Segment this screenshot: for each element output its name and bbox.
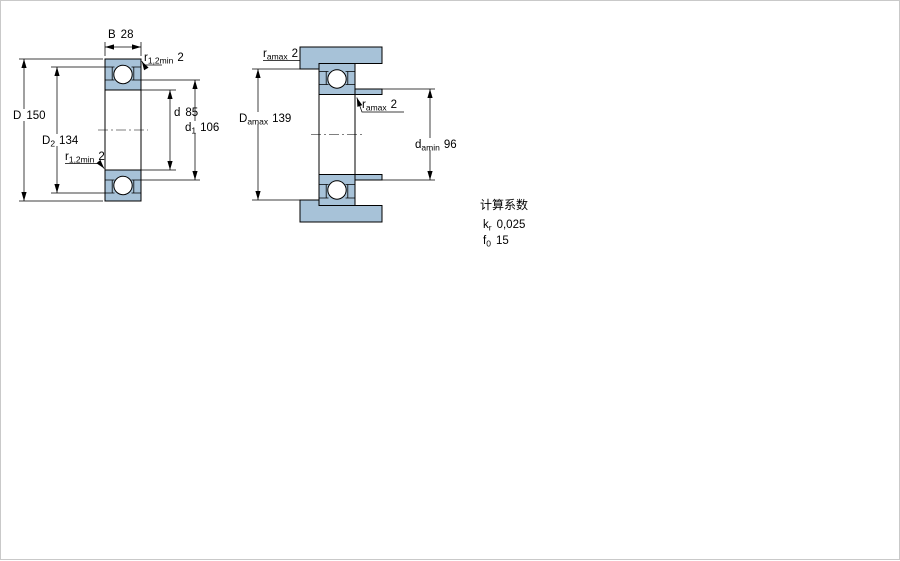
dim-value: 2	[391, 99, 397, 111]
dim-subscript: amax	[247, 117, 269, 127]
factor-kr: kr 0,025	[483, 219, 525, 233]
label-mask	[40, 134, 78, 146]
dim-symbol: r	[263, 48, 267, 60]
label-mask	[11, 109, 45, 121]
ball-bottom	[113, 175, 133, 196]
shield-lines-bottom	[325, 184, 349, 198]
factor-symbol: f	[483, 235, 487, 247]
shield-lines-top	[111, 67, 135, 80]
dim-symbol: r	[362, 99, 366, 111]
dim-symbol: d	[174, 107, 180, 119]
raceway-lines-top	[105, 66, 141, 81]
extension-lines	[141, 89, 176, 171]
dim-symbol: B	[108, 29, 116, 41]
leader-line	[141, 61, 162, 71]
extension-lines	[104, 42, 142, 56]
dim-value: 85	[185, 107, 198, 119]
extension-lines	[141, 79, 200, 181]
dim-label-D2: D2 134	[42, 135, 79, 149]
dim-subscript: 2	[50, 139, 55, 149]
dim-value: 96	[444, 139, 457, 151]
dim-subscript: 1,2min	[69, 155, 95, 165]
raceway-lines-top	[319, 71, 355, 85]
dim-label-da: damin 96	[415, 139, 457, 153]
extension-lines	[51, 66, 105, 194]
dim-symbol: d	[415, 139, 421, 151]
dim-subscript: amin	[421, 143, 440, 153]
shaft-shoulder-top	[354, 88, 383, 95]
dim-label-B: B 28	[108, 29, 133, 41]
extension-lines	[19, 58, 103, 202]
dim-symbol: r	[65, 151, 69, 163]
calculation-factors-title: 计算系数	[480, 197, 528, 212]
bearing-cross-section-mounted	[311, 63, 363, 206]
label-mask	[413, 138, 457, 150]
dim-value: 2	[177, 52, 183, 64]
dim-shaft-abutment-da: damin 96	[382, 88, 457, 181]
dim-value: 106	[200, 122, 219, 134]
dim-subscript: 1	[191, 126, 196, 136]
factor-value: 0,025	[497, 219, 526, 231]
dim-symbol: r	[144, 52, 148, 64]
dim-width-B: B 28	[104, 29, 142, 56]
dim-symbol: D	[42, 135, 50, 147]
shaft-shoulder-bottom	[354, 174, 383, 181]
dim-value: 28	[121, 29, 134, 41]
ball-top	[113, 64, 133, 85]
raceway-lines-bottom	[319, 184, 355, 199]
extension-lines	[382, 88, 435, 181]
factor-value: 15	[496, 235, 509, 247]
factor-f0: f0 15	[483, 235, 509, 249]
dim-value: 2	[292, 48, 298, 60]
dim-value: 2	[98, 151, 104, 163]
leader-line	[356, 97, 404, 113]
dim-symbol: D	[239, 113, 247, 125]
shield-lines-bottom	[111, 180, 135, 193]
ball-top	[327, 69, 347, 89]
raceway-lines-bottom	[105, 179, 141, 194]
bearing-cross-section	[98, 58, 148, 202]
dim-outer-diameter-D: D 150	[11, 58, 103, 202]
leader-line	[65, 159, 105, 169]
dim-symbol: d	[185, 122, 191, 134]
factor-subscript: r	[489, 223, 492, 233]
calculation-factors: 计算系数 kr 0,025 f0 15	[480, 197, 528, 249]
dim-subscript: 1,2min	[148, 56, 174, 66]
label-mask	[237, 112, 283, 124]
label-mask	[183, 121, 223, 133]
dim-label-D: D 150	[13, 110, 46, 122]
dim-value: 134	[59, 135, 79, 147]
extension-lines	[252, 68, 300, 201]
dim-value: 150	[26, 110, 45, 122]
dim-subscript: amax	[366, 103, 388, 113]
dim-label-d1: d1 106	[185, 122, 219, 136]
ball-bottom	[327, 180, 347, 200]
dim-label-d: d 85	[174, 107, 198, 119]
factor-symbol: k	[483, 219, 489, 231]
factor-subscript: 0	[486, 239, 491, 249]
shield-lines-top	[325, 71, 349, 85]
dim-symbol: D	[13, 110, 21, 122]
dim-subscript: amax	[267, 52, 289, 62]
dim-value: 139	[272, 113, 291, 125]
